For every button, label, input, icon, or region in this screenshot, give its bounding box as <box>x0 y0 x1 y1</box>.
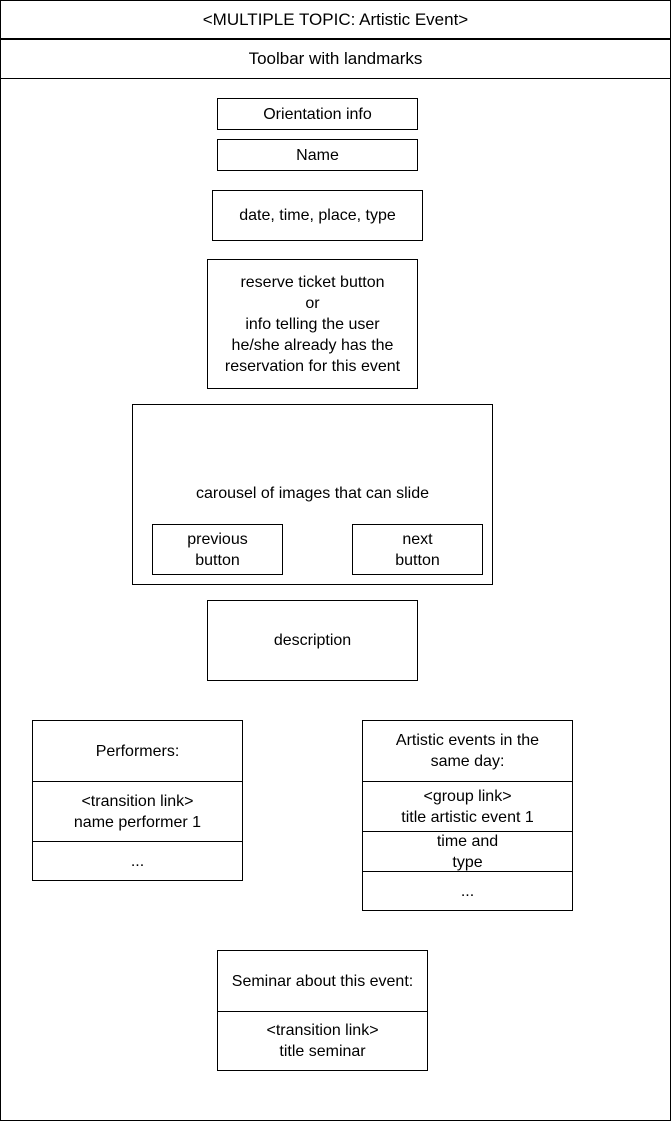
event-name: Name <box>217 139 418 171</box>
orientation-info: Orientation info <box>217 98 418 130</box>
previous-button[interactable]: previous button <box>152 524 283 575</box>
same-day-events-list: Artistic events in the same day: <group … <box>362 720 573 911</box>
performers-more: ... <box>33 841 242 880</box>
event-time-type: time and type <box>363 831 572 871</box>
event-details: date, time, place, type <box>212 190 423 241</box>
same-day-events-header: Artistic events in the same day: <box>395 732 540 770</box>
performers-list: Performers: <transition link> name perfo… <box>32 720 243 881</box>
performers-header: Performers: <box>95 742 180 760</box>
event-description: description <box>207 600 418 681</box>
image-carousel[interactable]: carousel of images that can slide previo… <box>132 404 493 585</box>
event-group-link[interactable]: <group link> title artistic event 1 <box>363 781 572 831</box>
seminar-box: Seminar about this event: <transition li… <box>217 950 428 1071</box>
same-day-events-more: ... <box>363 871 572 910</box>
performer-link[interactable]: <transition link> name performer 1 <box>33 781 242 841</box>
reservation-area[interactable]: reserve ticket button or info telling th… <box>207 259 418 389</box>
next-button[interactable]: next button <box>352 524 483 575</box>
landmarks-toolbar[interactable]: Toolbar with landmarks <box>0 39 671 79</box>
seminar-link[interactable]: <transition link> title seminar <box>218 1011 427 1070</box>
page-title: <MULTIPLE TOPIC: Artistic Event> <box>0 0 671 40</box>
carousel-label: carousel of images that can slide <box>195 485 429 502</box>
seminar-header: Seminar about this event: <box>231 972 414 990</box>
